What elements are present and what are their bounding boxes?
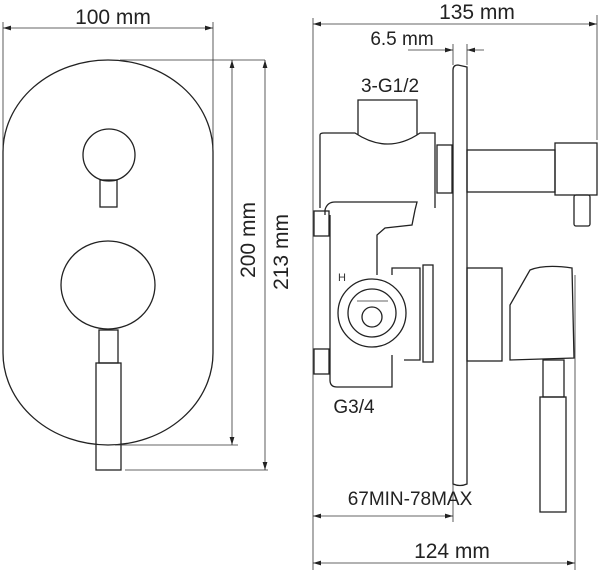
outlet-label: G3/4 <box>333 397 375 418</box>
diverter-pin <box>573 194 591 227</box>
lever-handle <box>95 362 122 471</box>
lever-stem-side <box>542 359 565 398</box>
body-depth-label: 124 mm <box>414 540 490 563</box>
diverter-cap <box>554 142 598 196</box>
install-depth-label: 67MIN-78MAX <box>348 489 473 510</box>
valve-body-upper <box>319 99 436 208</box>
diverter-knob <box>82 128 136 182</box>
plate-thickness-label: 6.5 mm <box>370 29 433 50</box>
frame-clip-top <box>313 210 330 237</box>
outlet-ring <box>337 278 407 348</box>
width-label: 100 mm <box>75 6 151 29</box>
plate-height-label: 200 mm <box>237 202 260 278</box>
mixer-handle-body <box>509 265 575 361</box>
diverter-stem <box>99 179 118 208</box>
frame-clip-bottom <box>313 348 330 375</box>
hot-marker: H <box>338 272 346 284</box>
diverter-rod <box>466 149 556 193</box>
cover-plate <box>2 59 214 446</box>
mixer-knob <box>60 240 156 330</box>
lever-handle-side <box>539 396 567 513</box>
total-depth-label: 135 mm <box>439 1 515 24</box>
side-view: 135 mm 6.5 mm 3-G1/2 H G3/ <box>312 1 598 570</box>
total-height-label: 213 mm <box>270 214 293 290</box>
cover-plate-side <box>452 64 468 487</box>
mixer-sleeve <box>466 267 503 362</box>
outlet-bore <box>361 306 383 328</box>
front-view: 100 mm 200 mm 213 mm <box>2 6 293 471</box>
cartridge-connector <box>422 264 434 363</box>
inlet-label: 3-G1/2 <box>361 76 419 97</box>
mounting-frame <box>324 201 418 388</box>
lever-stem <box>98 329 119 364</box>
upper-connector <box>436 144 453 194</box>
